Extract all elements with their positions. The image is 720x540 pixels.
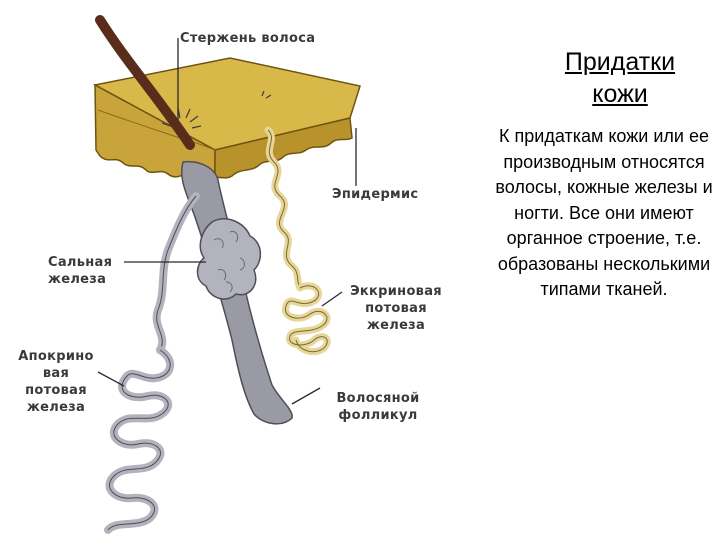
- hair-shaft: [95, 15, 195, 150]
- label-hair-shaft: Стержень волоса: [180, 31, 316, 46]
- leader-follicle: [291, 387, 321, 405]
- skin-side-face: [214, 117, 353, 180]
- skin-appendages-illustration: [92, 15, 361, 534]
- slide-title: Придатки кожи: [564, 48, 676, 108]
- slide-body-text: К придаткам кожи или ее производным отно…: [495, 126, 713, 299]
- label-sebaceous-gland: Сальная железа: [48, 255, 113, 287]
- eccrine-duct-outline: [267, 129, 301, 289]
- skin-block: [92, 57, 361, 180]
- label-eccrine-gland: Эккриновая потовая железа: [350, 284, 442, 333]
- apocrine-coil-outline: [107, 349, 171, 531]
- eccrine-coil: [282, 282, 331, 356]
- label-apocrine-gland: Апокрино вая потовая железа: [18, 349, 94, 415]
- apocrine-duct: [152, 192, 200, 354]
- sebaceous-lobules: [213, 231, 245, 293]
- leader-lines: [97, 38, 357, 405]
- label-epidermis: Эпидермис: [332, 187, 419, 202]
- apocrine-duct-outline: [156, 195, 197, 351]
- sebaceous-gland: [196, 218, 262, 300]
- leader-eccrine: [321, 291, 343, 307]
- leader-apocrine: [97, 371, 125, 387]
- label-hair-follicle: Волосяной фолликул: [336, 391, 420, 423]
- eccrine-coil-outline: [284, 285, 328, 353]
